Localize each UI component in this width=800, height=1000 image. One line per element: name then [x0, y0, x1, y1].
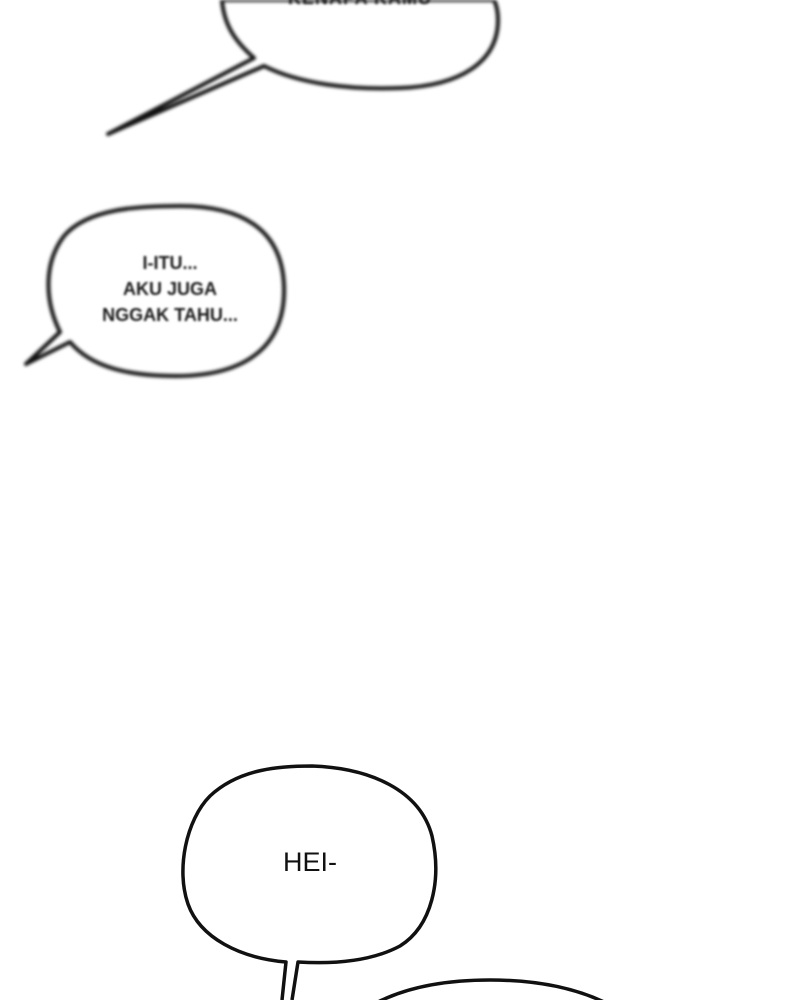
bubble-text-hei: HEI-: [283, 847, 337, 877]
speech-bubble-partial: [378, 978, 604, 1000]
bubble-line: NGGAK TAHU...: [102, 305, 238, 325]
bubble-line: I-ITU...: [142, 253, 198, 273]
speech-bubble-top: [106, 0, 500, 136]
bubble-text-top: KENAPA KAMU: [240, 0, 480, 9]
speech-bubble-hei: [181, 764, 438, 1000]
speech-bubble-middle: [24, 204, 287, 378]
bubble-text-middle: I-ITU... AKU JUGA NGGAK TAHU...: [60, 250, 280, 328]
bubble-line: AKU JUGA: [122, 279, 217, 299]
